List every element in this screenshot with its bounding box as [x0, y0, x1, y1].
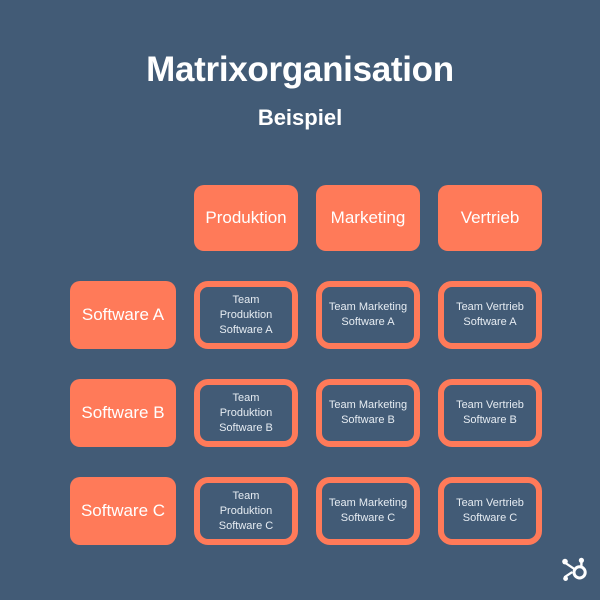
- matrix-corner-spacer: [70, 185, 176, 251]
- matrix-cell-vertrieb-software-a: Team Vertrieb Software A: [438, 281, 542, 349]
- cell-line-2: Software A: [341, 316, 395, 328]
- page-title: Matrixorganisation: [146, 50, 454, 89]
- matrix-cell-vertrieb-software-b: Team Vertrieb Software B: [438, 379, 542, 447]
- row-header-software-c: Software C: [70, 477, 176, 545]
- cell-line-2: Software B: [463, 414, 517, 426]
- matrix-cell-produktion-software-c: Team Produktion Software C: [194, 477, 298, 545]
- cell-line-2: Software B: [219, 421, 273, 434]
- matrix-cell-vertrieb-software-c: Team Vertrieb Software C: [438, 477, 542, 545]
- matrix-cell-produktion-software-a: Team Produktion Software A: [194, 281, 298, 349]
- cell-line-1: Team Produktion: [219, 489, 273, 517]
- cell-line-1: Team Produktion: [219, 391, 273, 419]
- cell-line-2: Software A: [463, 316, 517, 328]
- matrix-cell-marketing-software-a: Team Marketing Software A: [316, 281, 420, 349]
- matrix-cell-produktion-software-b: Team Produktion Software B: [194, 379, 298, 447]
- cell-line-1: Team Marketing: [328, 301, 408, 313]
- cell-line-1: Team Marketing: [328, 497, 408, 509]
- cell-line-1: Team Produktion: [219, 293, 273, 321]
- matrix-cell-marketing-software-b: Team Marketing Software B: [316, 379, 420, 447]
- row-header-software-b: Software B: [70, 379, 176, 447]
- cell-line-2: Software C: [462, 512, 518, 524]
- matrix-grid: Produktion Marketing Vertrieb Software A…: [70, 185, 542, 545]
- column-header-produktion: Produktion: [194, 185, 298, 251]
- cell-line-2: Software B: [341, 414, 395, 426]
- cell-line-1: Team Vertrieb: [456, 301, 524, 313]
- hubspot-sprocket-icon: [560, 554, 590, 584]
- cell-line-2: Software C: [340, 512, 396, 524]
- cell-line-1: Team Vertrieb: [456, 497, 524, 509]
- cell-line-1: Team Vertrieb: [456, 399, 524, 411]
- column-header-vertrieb: Vertrieb: [438, 185, 542, 251]
- row-header-software-a: Software A: [70, 281, 176, 349]
- cell-line-1: Team Marketing: [328, 399, 408, 411]
- cell-line-2: Software C: [218, 519, 274, 532]
- column-header-marketing: Marketing: [316, 185, 420, 251]
- page-subtitle: Beispiel: [257, 105, 343, 130]
- matrix-cell-marketing-software-c: Team Marketing Software C: [316, 477, 420, 545]
- cell-line-2: Software A: [219, 323, 273, 336]
